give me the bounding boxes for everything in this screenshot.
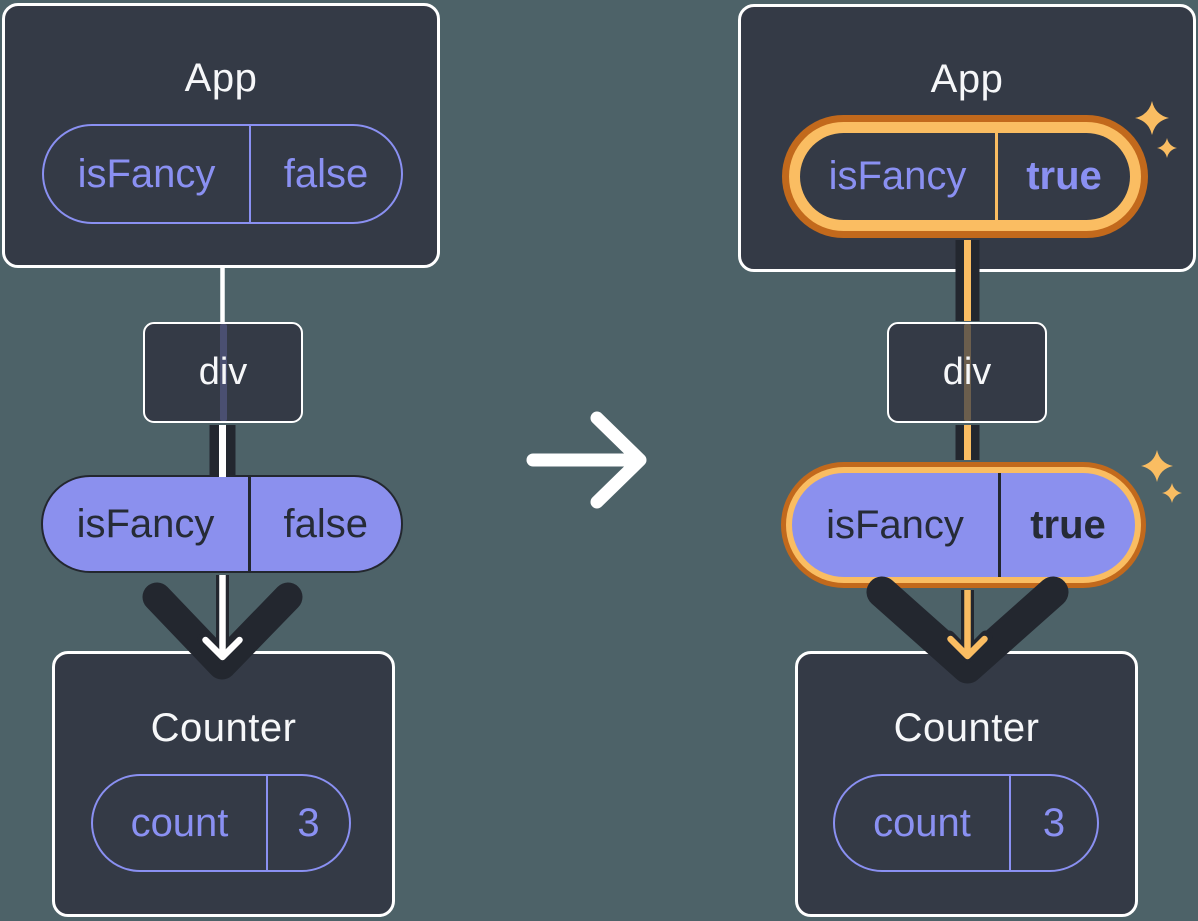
state-value: true [1026,154,1102,198]
counter-card: Counter count 3 [795,651,1138,917]
counter-state-pill: count 3 [91,774,351,872]
counter-title: Counter [893,706,1040,750]
pill-divider [266,776,268,870]
pill-divider [249,126,251,222]
counter-title: Counter [150,706,297,750]
state-line-through [963,324,971,421]
app-state-pill-highlighted: isFancy true [800,133,1130,220]
counter-card: Counter count 3 [52,651,395,917]
state-value: false [283,151,369,196]
state-key: count [873,800,971,845]
div-label: div [942,351,992,393]
prop-key: isFancy [76,501,215,546]
prop-key: isFancy [826,502,964,547]
prop-pill-highlighted: isFancy true [792,473,1135,577]
pill-divider [995,133,998,220]
app-state-pill: isFancy false [42,124,403,224]
state-key: count [130,800,229,845]
state-value: 3 [297,800,320,845]
app-card: App isFancy true [738,4,1196,272]
state-key: isFancy [828,154,967,198]
state-value: 3 [1042,800,1066,845]
state-key: isFancy [77,151,216,196]
pill-divider [998,473,1001,577]
state-line-through [219,324,227,421]
prop-value: true [1030,502,1106,547]
div-node: div [887,322,1047,423]
pill-divider [1009,776,1011,870]
prop-value: false [283,501,369,546]
app-card: App isFancy false [2,3,440,268]
div-node: div [143,322,303,423]
prop-pill: isFancy false [41,475,403,573]
counter-state-pill: count 3 [833,774,1099,872]
right-arrow-icon [526,411,647,509]
div-label: div [198,351,248,393]
app-title: App [930,57,1004,101]
app-title: App [184,56,258,100]
pill-divider [248,477,251,571]
sparkle-icon [1141,450,1182,503]
